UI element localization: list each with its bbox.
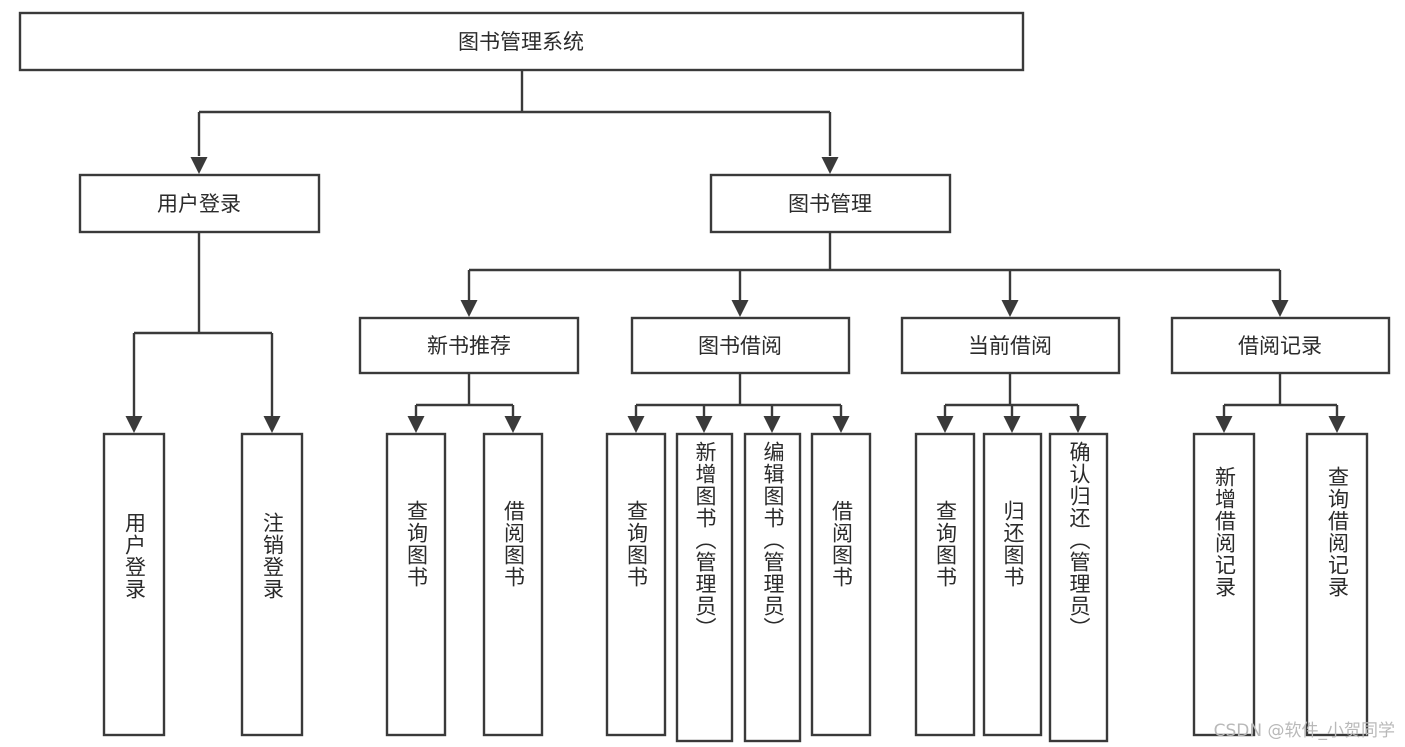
- arrow-to-leaf-rec-add: [1215, 416, 1233, 433]
- arrow-to-user-login: [190, 157, 208, 174]
- arrow-to-leaf-borrow-query: [627, 416, 645, 433]
- arrow-to-book-borrow: [731, 300, 749, 317]
- node-new-book-rec[interactable]: [358, 316, 580, 375]
- connector-group-borrow-record: [1222, 373, 1339, 416]
- leaf-rec-query[interactable]: [385, 432, 447, 737]
- leaf-rec-search[interactable]: [1305, 432, 1369, 737]
- connector-group-new-book-rec: [414, 373, 515, 416]
- arrow-to-new-book-rec: [460, 300, 478, 317]
- node-new-book-rec-label: 新书推荐: [427, 334, 511, 358]
- leaf-logout[interactable]: [240, 432, 304, 737]
- node-book-borrow-label: 图书借阅: [698, 334, 782, 358]
- arrow-to-leaf-cur-confirm: [1069, 416, 1087, 433]
- leaf-cur-return[interactable]: [982, 432, 1043, 737]
- arrow-to-leaf-borrow-lend: [832, 416, 850, 433]
- leaf-borrow-edit[interactable]: [743, 432, 802, 743]
- connector-group-book-mgmt: [467, 232, 1282, 300]
- leaf-rec-add[interactable]: [1192, 432, 1256, 737]
- arrow-to-leaf-cur-return: [1003, 416, 1021, 433]
- node-root-label: 图书管理系统: [458, 30, 584, 54]
- arrow-to-leaf-rec-search: [1328, 416, 1346, 433]
- leaf-cur-query[interactable]: [914, 432, 976, 737]
- connector-group-book-borrow: [634, 373, 843, 416]
- arrow-to-leaf-borrow-edit: [763, 416, 781, 433]
- leaf-borrow-lend[interactable]: [810, 432, 872, 737]
- arrow-to-leaf-rec-query: [407, 416, 425, 433]
- leaf-cur-confirm[interactable]: [1048, 432, 1109, 743]
- node-user-login-label: 用户登录: [157, 192, 241, 216]
- node-borrow-record-label: 借阅记录: [1238, 334, 1322, 358]
- node-borrow-record[interactable]: [1170, 316, 1391, 375]
- leaf-rec-borrow[interactable]: [482, 432, 544, 737]
- node-book-mgmt-label: 图书管理: [788, 192, 872, 216]
- leaf-borrow-add[interactable]: [675, 432, 734, 743]
- arrow-to-leaf-borrow-add: [695, 416, 713, 433]
- arrow-to-borrow-record: [1271, 300, 1289, 317]
- arrow-to-leaf-user-login: [125, 416, 143, 433]
- node-current-borrow[interactable]: [900, 316, 1121, 375]
- leaf-user-login[interactable]: [102, 432, 166, 737]
- arrow-to-leaf-cur-query: [936, 416, 954, 433]
- arrow-to-leaf-rec-borrow: [504, 416, 522, 433]
- node-book-mgmt[interactable]: [709, 173, 952, 234]
- connector-group-root: [197, 70, 832, 156]
- arrow-to-book-mgmt: [821, 157, 839, 174]
- node-user-login[interactable]: [78, 173, 321, 234]
- node-root[interactable]: [18, 11, 1025, 72]
- arrow-to-current-borrow: [1001, 300, 1019, 317]
- leaf-borrow-query[interactable]: [605, 432, 667, 737]
- connector-group-current-borrow: [943, 373, 1080, 416]
- connector-group-user-login: [132, 232, 274, 416]
- arrow-to-leaf-logout: [263, 416, 281, 433]
- node-book-borrow[interactable]: [630, 316, 851, 375]
- node-current-borrow-label: 当前借阅: [968, 334, 1052, 358]
